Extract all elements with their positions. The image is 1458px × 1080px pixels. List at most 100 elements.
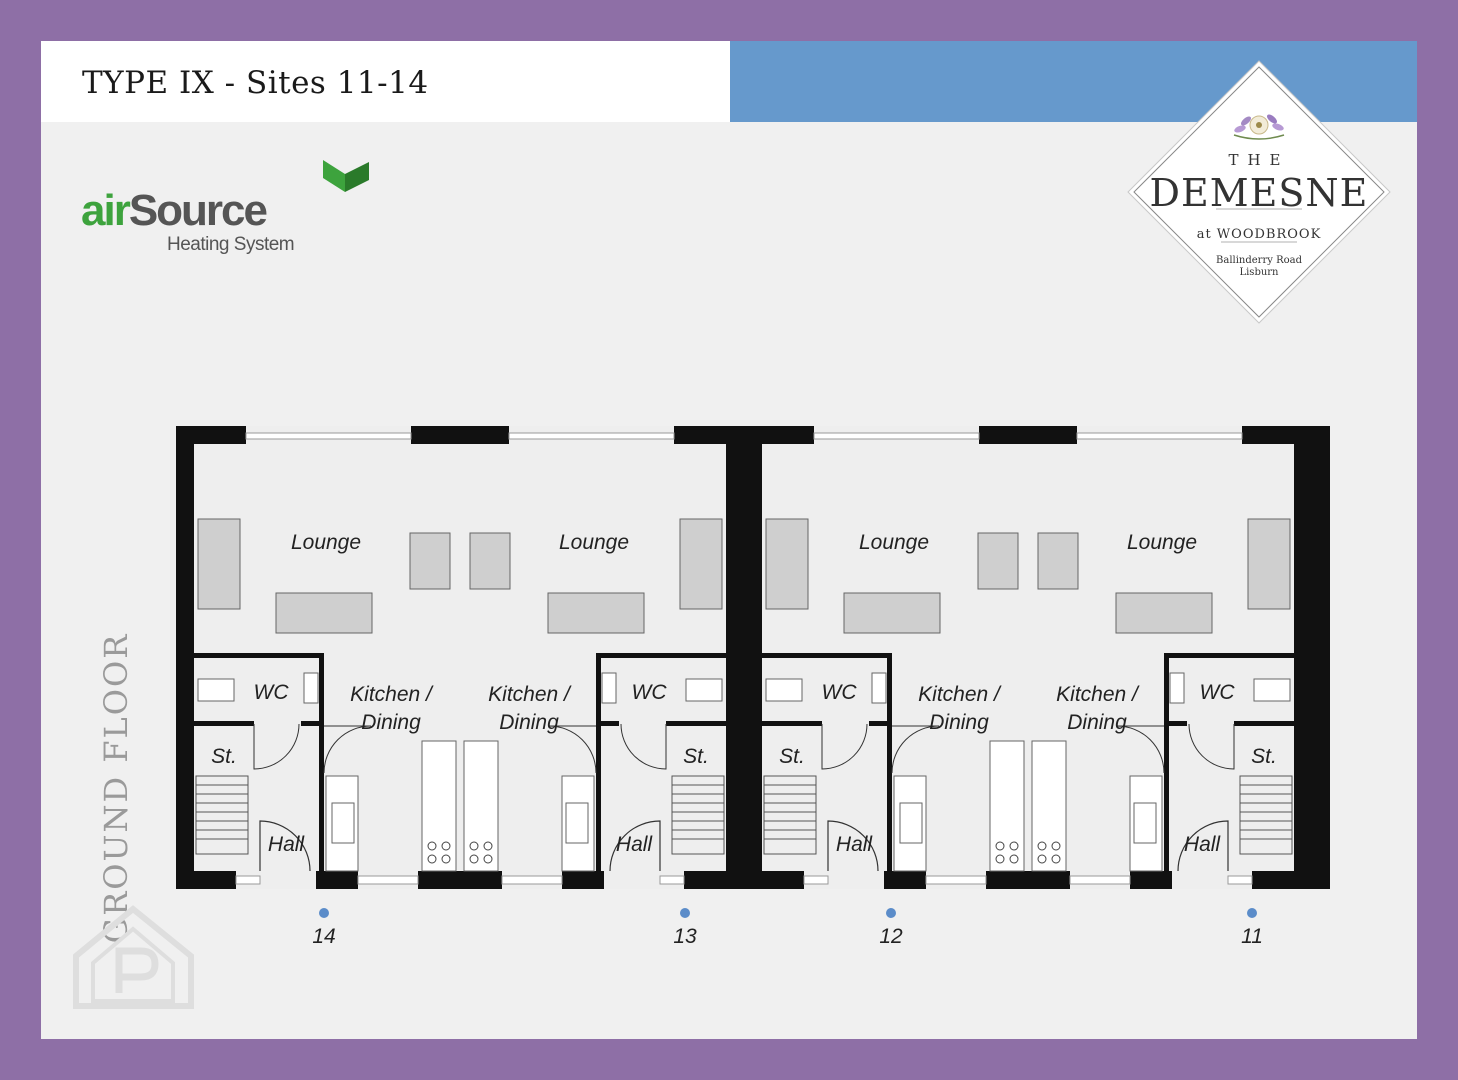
room-label-hall: Hall bbox=[616, 833, 654, 856]
front-door bbox=[1177, 820, 1229, 872]
room-label-store: St. bbox=[683, 745, 709, 768]
armchair bbox=[469, 532, 511, 590]
watermark-logo bbox=[73, 905, 194, 1009]
armchair bbox=[409, 532, 451, 590]
internal-wall bbox=[596, 653, 601, 723]
room-label-hall: Hall bbox=[1184, 833, 1222, 856]
basin bbox=[871, 672, 887, 704]
sofa bbox=[679, 518, 723, 610]
room-label-lounge: Lounge bbox=[291, 531, 361, 554]
toilet bbox=[197, 678, 235, 702]
window bbox=[659, 875, 685, 885]
room-label-dining: Dining bbox=[1067, 711, 1127, 734]
header-title-bar: TYPE IX - Sites 11-14 bbox=[41, 41, 730, 122]
site-marker bbox=[319, 908, 329, 918]
bottom-wall bbox=[1130, 871, 1172, 889]
internal-wall bbox=[762, 653, 892, 658]
sink bbox=[899, 802, 923, 844]
top-wall bbox=[411, 426, 460, 444]
room-label-kitchen: Kitchen / bbox=[350, 683, 434, 706]
brand-road: Ballinderry Road bbox=[1216, 255, 1302, 266]
site-marker bbox=[886, 908, 896, 918]
toilet bbox=[765, 678, 803, 702]
internal-wall bbox=[596, 721, 619, 726]
stairs bbox=[671, 775, 725, 855]
sofa bbox=[1247, 518, 1291, 610]
armchair bbox=[977, 532, 1019, 590]
room-label-dining: Dining bbox=[361, 711, 421, 734]
kitchen-door bbox=[1116, 725, 1165, 774]
sink bbox=[565, 802, 589, 844]
internal-wall bbox=[887, 723, 892, 871]
top-wall bbox=[176, 426, 246, 444]
room-label-kitchen: Kitchen / bbox=[488, 683, 572, 706]
brand-location: at WOODBROOK bbox=[1196, 227, 1322, 242]
bottom-wall bbox=[176, 871, 236, 889]
top-wall bbox=[744, 426, 814, 444]
airsource-wordmark: airSource bbox=[81, 186, 268, 235]
sofa bbox=[275, 592, 373, 634]
hob-ring bbox=[1009, 841, 1019, 851]
hob-ring bbox=[441, 854, 451, 864]
kitchen-counter bbox=[421, 740, 457, 872]
demesne-badge bbox=[1127, 60, 1391, 324]
page-title: TYPE IX - Sites 11-14 bbox=[82, 65, 429, 101]
bottom-wall bbox=[418, 871, 460, 889]
hob-ring bbox=[1051, 841, 1061, 851]
hob-ring bbox=[441, 841, 451, 851]
room-label-dining: Dining bbox=[929, 711, 989, 734]
top-wall bbox=[1028, 426, 1077, 444]
kitchen-counter bbox=[989, 740, 1025, 872]
room-label-wc: WC bbox=[1200, 681, 1236, 704]
internal-wall bbox=[596, 653, 726, 658]
internal-wall bbox=[1164, 653, 1169, 723]
hob-ring bbox=[427, 841, 437, 851]
stairs bbox=[763, 775, 817, 855]
bottom-wall bbox=[316, 871, 358, 889]
internal-wall bbox=[194, 721, 254, 726]
internal-wall bbox=[887, 653, 892, 723]
party-wall bbox=[744, 426, 762, 889]
window bbox=[501, 875, 563, 885]
site-marker bbox=[1247, 908, 1257, 918]
bottom-wall bbox=[1028, 871, 1070, 889]
leaf-icon bbox=[323, 160, 369, 192]
internal-wall bbox=[1234, 721, 1294, 726]
party-wall bbox=[726, 426, 744, 889]
room-label-kitchen: Kitchen / bbox=[1056, 683, 1140, 706]
wc-door bbox=[620, 723, 667, 770]
site-marker bbox=[680, 908, 690, 918]
internal-wall bbox=[762, 721, 822, 726]
hob-ring bbox=[427, 854, 437, 864]
hob-ring bbox=[469, 854, 479, 864]
bottom-wall bbox=[562, 871, 604, 889]
window bbox=[1069, 875, 1131, 885]
basin bbox=[303, 672, 319, 704]
internal-wall bbox=[869, 721, 892, 726]
room-label-lounge: Lounge bbox=[559, 531, 629, 554]
internal-wall bbox=[666, 721, 726, 726]
airsource-logo: airSource Heating System bbox=[81, 156, 381, 266]
top-wall bbox=[460, 426, 509, 444]
room-label-lounge: Lounge bbox=[1127, 531, 1197, 554]
sofa bbox=[765, 518, 809, 610]
party-wall bbox=[1294, 426, 1312, 889]
brand-name: DEMESNE bbox=[1149, 171, 1369, 215]
internal-wall bbox=[194, 653, 324, 658]
window bbox=[235, 875, 261, 885]
airsource-subtitle: Heating System bbox=[167, 234, 295, 255]
kitchen-door bbox=[548, 725, 597, 774]
stairs bbox=[1239, 775, 1293, 855]
stairs bbox=[195, 775, 249, 855]
internal-wall bbox=[319, 653, 324, 723]
hob-ring bbox=[1037, 841, 1047, 851]
window bbox=[357, 875, 419, 885]
internal-wall bbox=[1164, 723, 1169, 871]
room-label-store: St. bbox=[1251, 745, 1277, 768]
bottom-wall bbox=[1252, 871, 1312, 889]
room-label-lounge: Lounge bbox=[859, 531, 929, 554]
site-number: 13 bbox=[673, 925, 697, 948]
top-wall bbox=[674, 426, 744, 444]
